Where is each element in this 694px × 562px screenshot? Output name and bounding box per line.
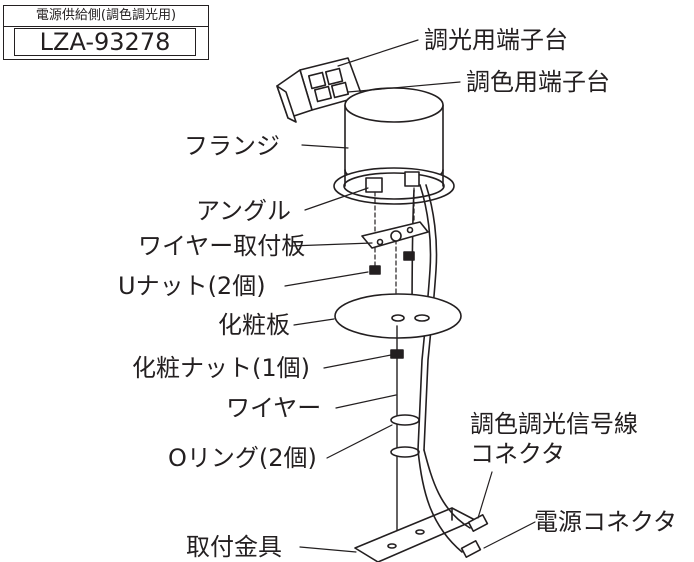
model-title-box: 電源供給側(調色調光用) LZA-93278: [3, 5, 209, 60]
label-decor-nut: 化粧ナット(1個): [132, 354, 310, 382]
model-number: LZA-93278: [14, 28, 196, 56]
wire-mount-plate: [361, 221, 429, 249]
mounting-bracket: [354, 507, 476, 562]
label-wire-plate: ワイヤー取付板: [138, 232, 306, 260]
label-o-ring: Oリング(2個): [168, 444, 317, 472]
angle-ring: [333, 167, 455, 205]
label-u-nut: Uナット(2個): [118, 272, 266, 300]
label-flange: フランジ: [184, 132, 280, 160]
decor-plate: [334, 293, 462, 339]
label-angle: アングル: [196, 197, 292, 225]
label-decor-plate: 化粧板: [218, 311, 290, 339]
terminal-blocks: [276, 57, 363, 123]
label-wire: ワイヤー: [226, 394, 322, 422]
label-bracket: 取付金具: [186, 533, 282, 561]
label-dimming-terminal: 調光用端子台: [424, 26, 568, 54]
label-signal-connector-1: 調色調光信号線: [470, 410, 638, 438]
o-rings: [390, 414, 420, 458]
label-color-terminal: 調色用端子台: [466, 68, 610, 96]
label-signal-connector-2: コネクタ: [470, 440, 566, 468]
label-power-connector: 電源コネクタ: [534, 508, 678, 536]
model-subtitle: 電源供給側(調色調光用): [4, 6, 208, 27]
